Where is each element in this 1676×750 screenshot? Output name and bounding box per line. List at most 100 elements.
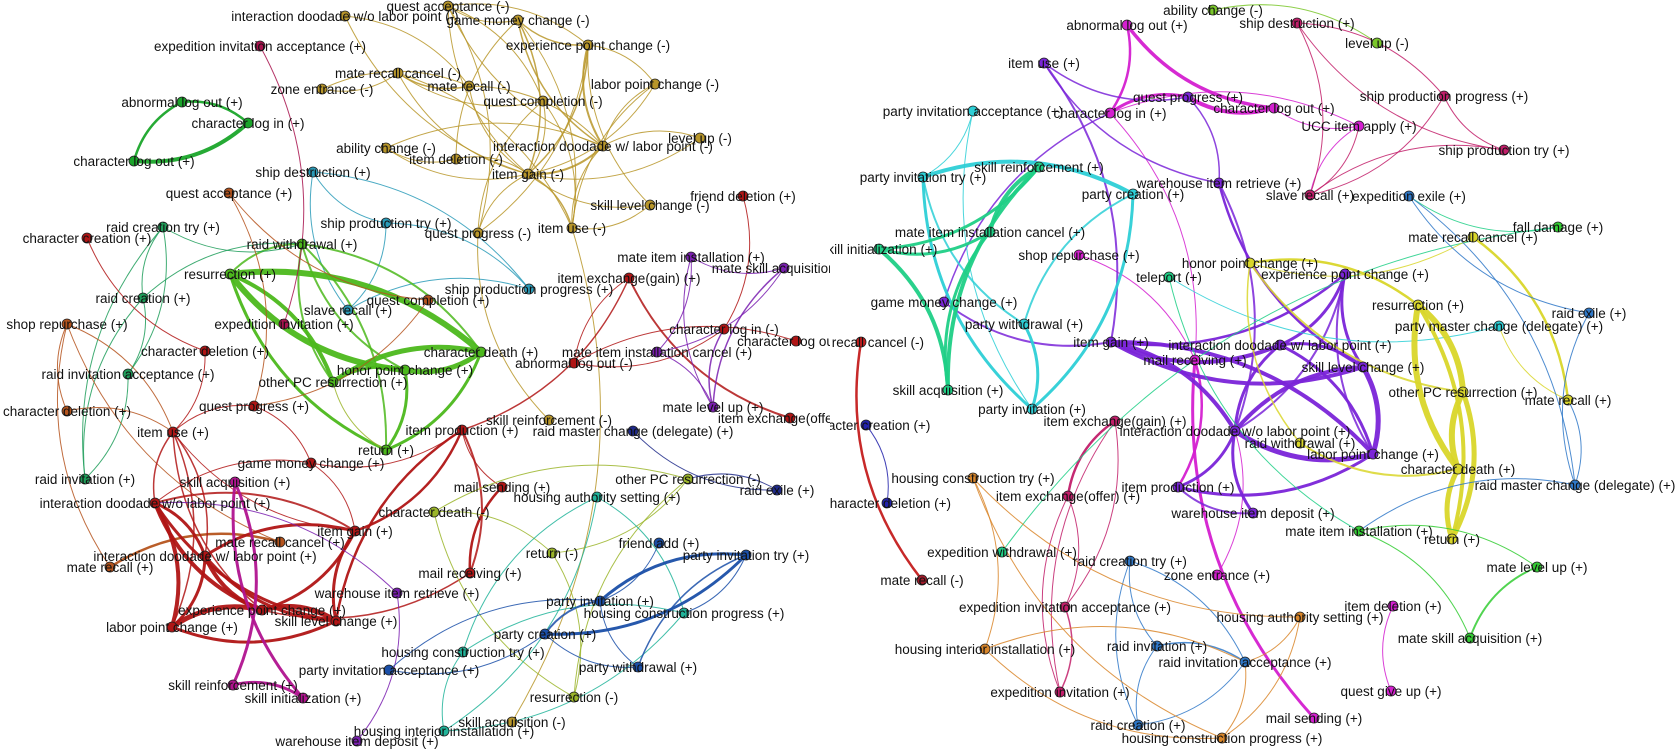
graph-edge: [972, 477, 1223, 739]
graph-node: [1385, 685, 1397, 697]
graph-node: [1294, 611, 1306, 623]
graph-node: [380, 217, 392, 229]
graph-edge: [1296, 22, 1505, 151]
node-label: housing authority setting (+): [514, 490, 681, 505]
graph-edge: [228, 273, 387, 452]
graph-node: [967, 105, 979, 117]
graph-edge: [1212, 4, 1378, 44]
graph-node: [149, 497, 161, 509]
node-label: mail sending (+): [1266, 711, 1362, 726]
graph-edge: [468, 85, 529, 175]
graph-node: [967, 472, 979, 484]
graph-edge: [1408, 195, 1590, 314]
node-label: character creation (+): [802, 418, 931, 433]
node-label: party master change (delegate) (+): [1395, 319, 1603, 334]
graph-node: [737, 190, 749, 202]
graph-edge: [447, 5, 529, 175]
node-label: warehouse item deposit (+): [274, 734, 438, 749]
node-label: housing authority setting (+): [1217, 610, 1384, 625]
node-label: mail receiving (+): [418, 566, 521, 581]
node-label: mail receiving (+): [1143, 353, 1246, 368]
node-label: housing interior installation (+): [895, 642, 1075, 657]
graph-node: [506, 716, 518, 728]
node-label: housing interior installation (+): [354, 724, 534, 739]
graph-edge: [228, 192, 268, 407]
graph-edge: [203, 555, 337, 623]
node-label: party invitation try (+): [860, 170, 986, 185]
graph-edge: [56, 323, 68, 412]
graph-edge: [477, 173, 529, 234]
graph-edge: [599, 552, 747, 603]
graph-node: [1124, 555, 1136, 567]
graph-edge: [344, 15, 470, 87]
graph-node: [61, 318, 73, 330]
graph-edge: [1449, 391, 1477, 541]
node-label: quest progress (+): [1133, 90, 1243, 105]
graph-edge: [1109, 93, 1189, 115]
node-label: teleport (+): [1136, 270, 1202, 285]
graph-node: [1151, 640, 1163, 652]
node-label: character log out (+): [1213, 101, 1334, 116]
graph-node: [1026, 403, 1038, 415]
graph-edge: [109, 532, 281, 569]
graph-node: [916, 574, 928, 586]
node-label: item exchange(gain) (+): [558, 271, 701, 286]
node-label: interaction doodade w/ labor point (-): [493, 139, 713, 154]
node-label: other PC resurrection (+): [1389, 385, 1538, 400]
graph-node: [682, 473, 694, 485]
graph-node: [256, 604, 268, 616]
node-label: honor point change (+): [1182, 256, 1318, 271]
graph-edge: [170, 604, 263, 630]
node-label: mate recall cancel (-): [335, 66, 461, 81]
graph-edge: [921, 176, 1033, 411]
graph-node: [157, 221, 169, 233]
graph-node: [1357, 361, 1369, 373]
graph-node: [1531, 561, 1543, 573]
graph-edge: [154, 459, 312, 504]
graph-edge: [1358, 530, 1471, 639]
node-label: skill reinforcement (-): [486, 413, 612, 428]
graph-node: [199, 550, 211, 562]
graph-node: [568, 357, 580, 369]
graph-edge: [1110, 340, 1364, 386]
graph-edge: [66, 323, 281, 543]
graph-edge: [855, 341, 923, 581]
graph-node: [1308, 712, 1320, 724]
graph-edge: [332, 381, 387, 451]
node-label: party creation (+): [494, 627, 596, 642]
node-label: raid exile (+): [1552, 306, 1627, 321]
graph-edge: [1299, 442, 1459, 477]
graph-node: [594, 595, 606, 607]
graph-edge: [253, 405, 312, 464]
graph-edge: [945, 165, 1041, 391]
graph-edge: [433, 510, 553, 554]
graph-edge: [354, 429, 464, 533]
node-label: mate level up (+): [1487, 560, 1588, 575]
graph-node: [707, 401, 719, 413]
graph-node: [342, 304, 354, 316]
graph-node: [456, 424, 468, 436]
node-label: item use (+): [1008, 56, 1080, 71]
graph-edge: [573, 277, 630, 364]
node-label: quest acceptance (+): [166, 186, 292, 201]
graph-edge: [922, 176, 1025, 325]
graph-edge: [253, 299, 429, 407]
node-label: item use (-): [538, 221, 606, 236]
graph-edge: [172, 431, 208, 557]
graph-node: [383, 664, 395, 676]
graph-edge: [708, 328, 725, 408]
graph-edge: [385, 147, 457, 163]
node-label: fall damage (+): [1513, 220, 1603, 235]
graph-edge: [1249, 236, 1474, 277]
node-label: skill level change (+): [275, 614, 398, 629]
graph-edge: [388, 598, 601, 671]
node-label: character death (+): [424, 345, 538, 360]
graph-edge: [171, 431, 195, 628]
graph-edge: [587, 44, 656, 85]
node-label: interaction doodade w/ labor point (+): [93, 549, 316, 564]
graph-node: [1353, 525, 1365, 537]
graph-edge: [517, 19, 541, 175]
node-label: character deletion (+): [141, 344, 269, 359]
node-label: mate level up (+): [663, 400, 764, 415]
graph-edge: [551, 552, 582, 698]
